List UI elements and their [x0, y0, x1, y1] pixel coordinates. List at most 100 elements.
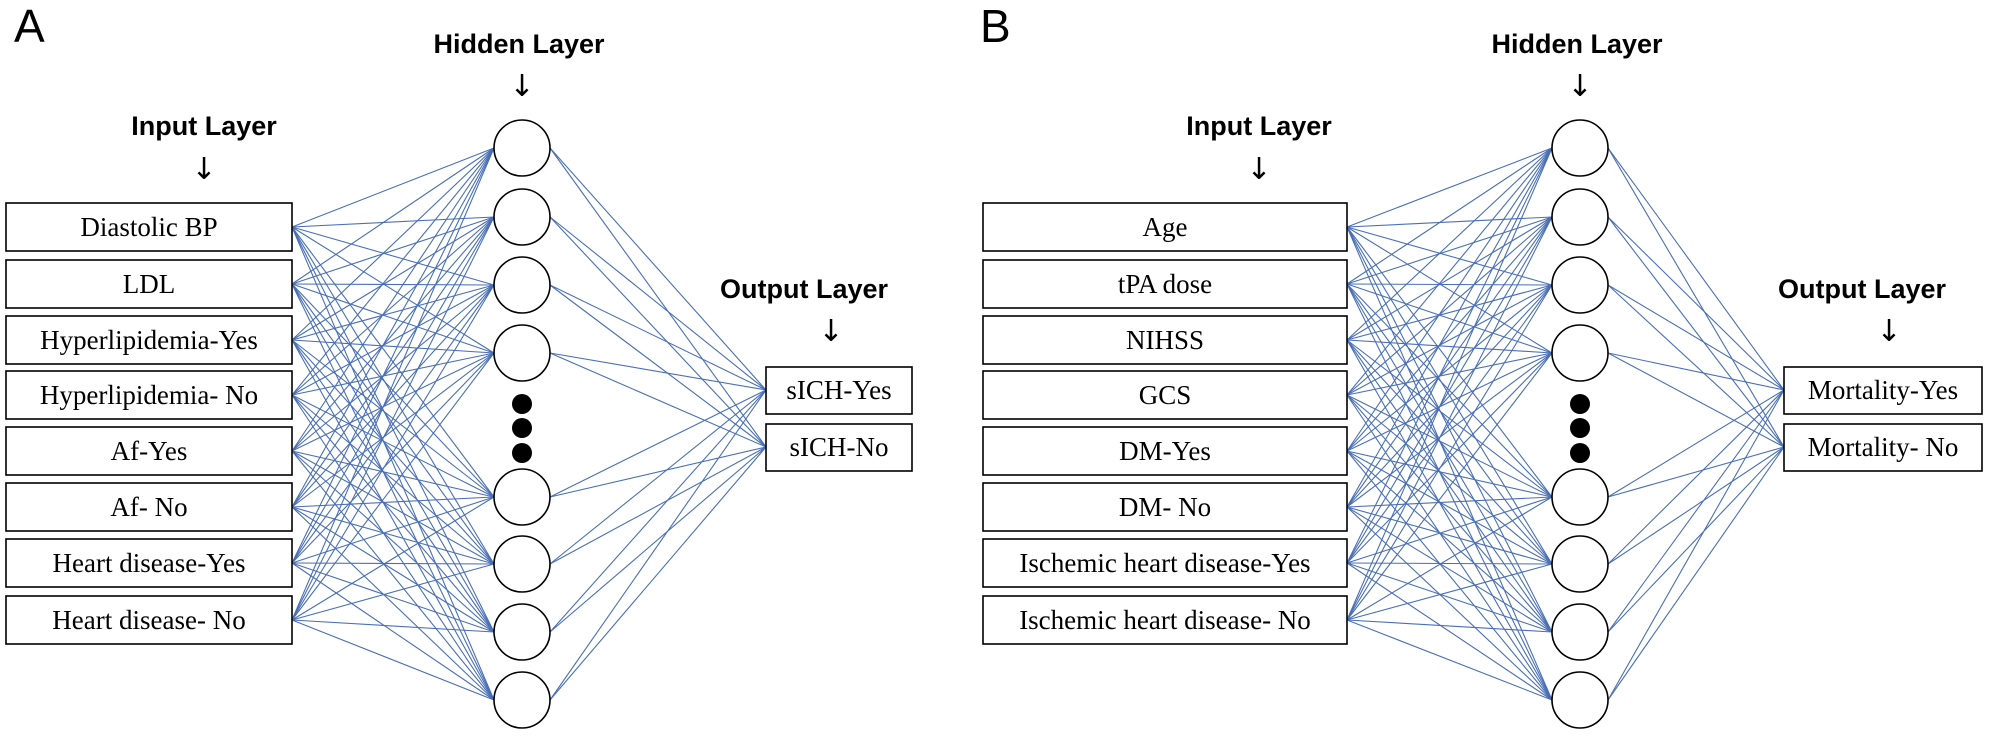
connection-line [549, 389, 767, 701]
connection-line [1346, 496, 1553, 508]
input-node-label: GCS [1139, 380, 1192, 410]
input-node: Hyperlipidemia- No [5, 370, 293, 420]
connection-line [291, 450, 495, 633]
hidden-node [1551, 671, 1609, 729]
input-node: Af- No [5, 482, 293, 532]
connection-line [291, 216, 495, 396]
output-node-label: sICH-No [790, 432, 889, 462]
ellipsis-dot [1570, 418, 1590, 438]
connection-line [291, 352, 495, 621]
connection-line [1607, 446, 1785, 498]
connection-line [291, 216, 495, 228]
hidden-node [1551, 256, 1609, 314]
input-node-label: Age [1143, 212, 1188, 242]
panel-b: B Hidden Layer ↓ Input Layer ↓ Output La… [980, 0, 1983, 729]
input-node: Heart disease- No [5, 595, 293, 645]
hidden-node [1551, 188, 1609, 246]
connection-line [291, 619, 495, 633]
panel-a: A Hidden Layer ↓ Input Layer ↓ Output La… [5, 0, 913, 729]
connection-line [291, 284, 495, 564]
connection-line [291, 147, 495, 621]
connection-line [549, 147, 767, 448]
connection-line [291, 339, 495, 354]
connection-line [1607, 389, 1785, 565]
connection-line [1607, 389, 1785, 633]
connection-line [1607, 284, 1785, 391]
connection-line [549, 216, 767, 391]
input-node-label: DM-Yes [1119, 436, 1211, 466]
input-node: Ischemic heart disease- No [982, 595, 1348, 645]
input-node: tPA dose [982, 259, 1348, 309]
connection-line [291, 216, 495, 508]
connection-line [291, 147, 495, 452]
connection-line [1346, 352, 1553, 452]
connection-line [1346, 562, 1553, 565]
output-node-label: Mortality-Yes [1808, 375, 1958, 405]
connection-line [1346, 352, 1553, 508]
connection-line [1346, 216, 1553, 396]
input-layer-arrow: ↓ [191, 152, 216, 187]
connection-line [1346, 394, 1553, 701]
ellipsis-dot [512, 418, 532, 438]
connection-line [1346, 284, 1553, 508]
connection-line [1346, 284, 1553, 621]
connection-line [1346, 147, 1553, 452]
connection-line [549, 389, 767, 633]
connections-layer [291, 147, 1785, 701]
input-node-label: Diastolic BP [80, 212, 217, 242]
connection-line [1346, 619, 1553, 633]
connection-line [1346, 147, 1553, 396]
connection-line [1346, 226, 1553, 701]
connection-line [1346, 283, 1553, 286]
output-node: sICH-No [765, 423, 913, 472]
connection-line [291, 216, 495, 285]
connection-line [291, 216, 495, 564]
output-node: sICH-Yes [765, 366, 913, 415]
connection-line [1346, 562, 1553, 701]
connection-line [1607, 389, 1785, 701]
connection-line [291, 283, 495, 286]
connection-line [291, 216, 495, 621]
connection-line [291, 284, 495, 452]
connection-line [1346, 216, 1553, 228]
hidden-node [493, 256, 551, 314]
hidden-node [493, 119, 551, 177]
input-node: Age [982, 202, 1348, 252]
hidden-node [1551, 119, 1609, 177]
input-node: Hyperlipidemia-Yes [5, 315, 293, 365]
hidden-node [493, 603, 551, 661]
connection-line [291, 147, 495, 508]
connection-line [549, 284, 767, 391]
connection-line [1346, 147, 1553, 621]
connection-line [1346, 284, 1553, 564]
connection-line [549, 389, 767, 565]
connection-line [1346, 562, 1553, 633]
connection-line [291, 147, 495, 396]
input-node-label: Ischemic heart disease-Yes [1019, 548, 1310, 578]
connection-line [291, 619, 495, 701]
connection-line [291, 563, 495, 621]
connection-line [291, 216, 495, 341]
input-node: DM- No [982, 482, 1348, 532]
connection-line [1607, 389, 1785, 498]
connection-line [1346, 147, 1553, 564]
connection-line [549, 446, 767, 498]
hidden-node [493, 671, 551, 729]
connection-line [291, 216, 495, 452]
connection-line [291, 562, 495, 565]
input-node: Diastolic BP [5, 202, 293, 252]
connection-line [291, 496, 495, 621]
connection-line [1346, 496, 1553, 621]
hidden-node [1551, 468, 1609, 526]
input-node: LDL [5, 259, 293, 309]
hidden-node [493, 535, 551, 593]
connection-line [1346, 216, 1553, 285]
connection-line [291, 284, 495, 396]
panel-letter: A [14, 0, 45, 52]
input-node-label: Af-Yes [111, 436, 188, 466]
hidden-layer-title: Hidden Layer [433, 29, 605, 59]
output-node-label: sICH-Yes [786, 375, 891, 405]
connection-line [1607, 446, 1785, 701]
input-node-label: Hyperlipidemia- No [40, 380, 258, 410]
